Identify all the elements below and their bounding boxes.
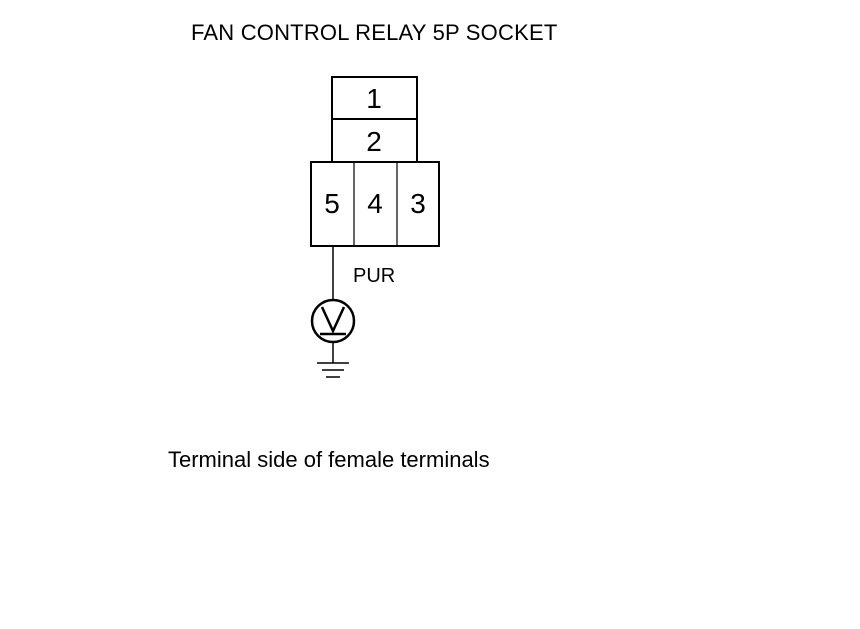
voltmeter-icon — [310, 298, 356, 344]
wire-color-label: PUR — [353, 265, 395, 287]
terminal-number-4: 4 — [367, 188, 383, 219]
terminal-numbers: 1 2 5 4 3 — [324, 83, 426, 219]
terminal-row-lower — [310, 161, 440, 247]
terminal-number-3: 3 — [410, 188, 426, 219]
terminal-number-1: 1 — [366, 83, 382, 114]
diagram-title: FAN CONTROL RELAY 5P SOCKET — [191, 20, 558, 45]
terminal-number-2: 2 — [366, 126, 382, 157]
connector-socket — [310, 76, 440, 247]
terminal-number-5: 5 — [324, 188, 340, 219]
diagram-caption: Terminal side of female terminals — [168, 447, 490, 472]
ground-icon — [317, 342, 349, 378]
